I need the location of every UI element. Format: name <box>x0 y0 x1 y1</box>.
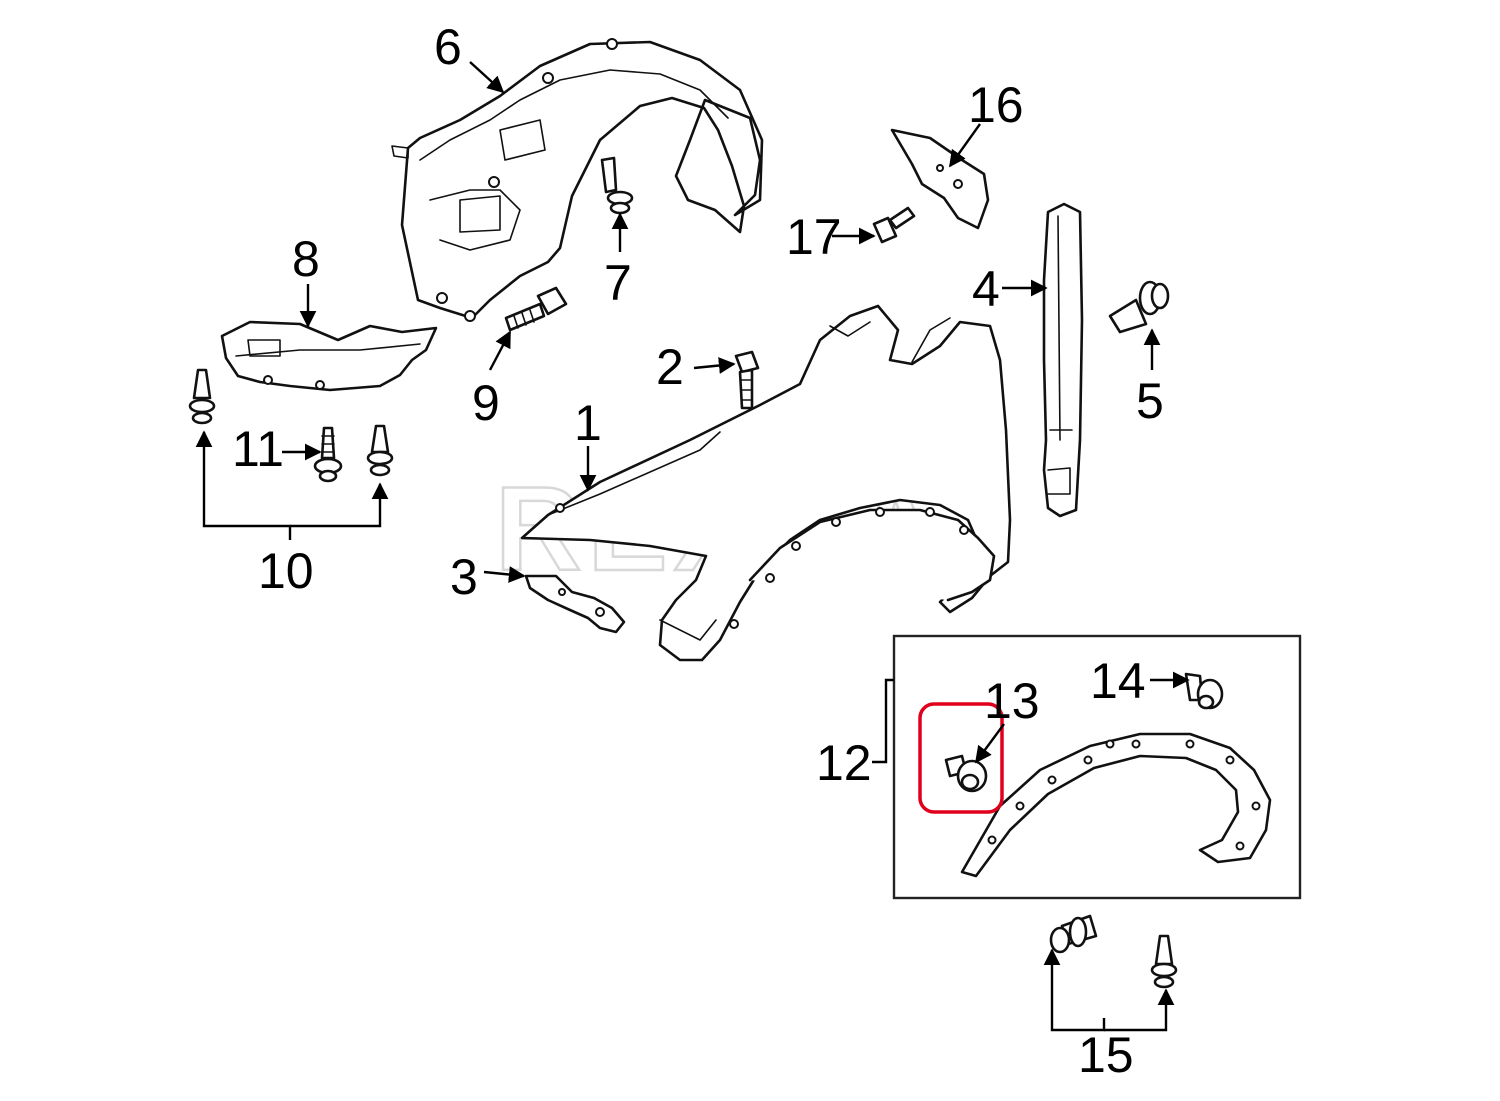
callout-9: 9 <box>472 375 500 431</box>
callout-16: 16 <box>968 77 1024 133</box>
callout-6: 6 <box>434 19 462 75</box>
clip-part-13 <box>944 754 988 793</box>
wheel-arch-molding <box>960 732 1272 878</box>
callout-10: 10 <box>258 543 314 599</box>
clip-part-15-left <box>1049 914 1098 954</box>
clip-part-14 <box>1184 672 1224 710</box>
callout-8: 8 <box>292 231 320 287</box>
callout-3: 3 <box>450 549 478 605</box>
splash-shield <box>220 320 438 392</box>
bolt-part-9 <box>504 286 568 332</box>
callout-5: 5 <box>1136 373 1164 429</box>
clip-part-7 <box>600 156 634 215</box>
clip-part-15-right <box>1150 934 1178 989</box>
callout-7: 7 <box>604 255 632 311</box>
bolt-part-2 <box>734 350 760 410</box>
highlight-box <box>918 702 1004 814</box>
callout-4: 4 <box>972 261 1000 317</box>
clip-part-5 <box>1108 280 1170 334</box>
callout-13: 13 <box>984 673 1040 729</box>
callout-15: 15 <box>1078 1027 1134 1083</box>
callout-12: 12 <box>816 735 872 791</box>
clip-part-10-right <box>366 424 394 477</box>
callout-labels: 6 7 8 9 2 1 3 4 5 16 17 11 10 12 13 14 1… <box>232 19 1164 1083</box>
screw-part-11 <box>313 426 343 483</box>
callout-11: 11 <box>232 421 284 477</box>
bracket-part-3 <box>524 574 626 634</box>
callout-2: 2 <box>656 339 684 395</box>
fender-liner <box>391 38 764 322</box>
clip-part-10-left <box>188 368 216 425</box>
subassembly-box-12 <box>892 634 1302 900</box>
seal-panel-part-4 <box>1042 202 1084 518</box>
callout-17: 17 <box>786 209 842 265</box>
bolt-part-17 <box>872 206 916 244</box>
callout-14: 14 <box>1090 653 1146 709</box>
leader-lines <box>195 61 1190 1032</box>
front-fender <box>520 304 1012 662</box>
callout-1: 1 <box>574 395 602 451</box>
